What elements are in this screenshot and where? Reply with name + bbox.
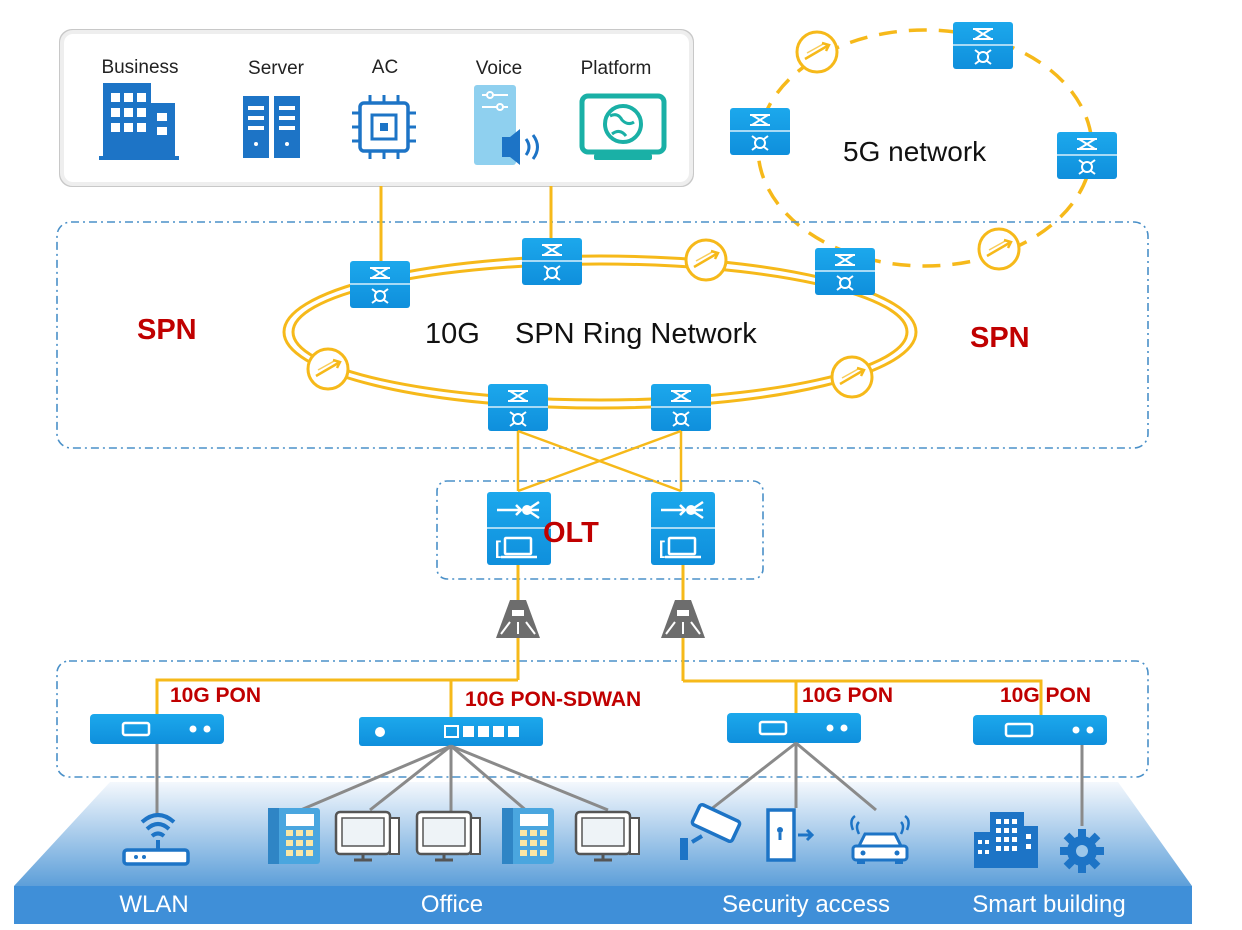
spn-label-right: SPN bbox=[970, 322, 1030, 354]
monitor-globe-icon bbox=[579, 93, 667, 160]
regenerator-icon bbox=[795, 30, 839, 74]
olt-label: OLT bbox=[543, 517, 599, 549]
car-icon bbox=[850, 814, 910, 864]
pon-label-office: 10G PON-SDWAN bbox=[465, 688, 642, 711]
pon-links bbox=[155, 638, 1043, 719]
spn-switch-icon bbox=[521, 237, 583, 286]
office-building-icon bbox=[974, 812, 1038, 868]
spn-switch-icon bbox=[1056, 131, 1118, 180]
service-label-platform: Platform bbox=[580, 58, 652, 79]
bottom-label-office: Office bbox=[420, 891, 484, 918]
voice-device-icon bbox=[474, 85, 539, 165]
spn-switch-icon bbox=[952, 21, 1014, 70]
bottom-label-building: Smart building bbox=[972, 891, 1126, 918]
computer-icon bbox=[574, 810, 641, 862]
terminal-links bbox=[155, 741, 1084, 826]
bottom-label-security: Security access bbox=[721, 891, 891, 918]
olt-boundary bbox=[436, 480, 764, 580]
service-label-business: Business bbox=[101, 57, 179, 78]
service-label-voice: Voice bbox=[475, 58, 523, 79]
door-access-icon bbox=[766, 808, 815, 862]
desk-phone-icon bbox=[268, 808, 320, 864]
pon-label-security: 10G PON bbox=[802, 684, 894, 707]
spn-switch-icon bbox=[650, 383, 712, 432]
service-label-server: Server bbox=[248, 58, 304, 79]
olt-device-icon bbox=[485, 490, 553, 567]
computer-icon bbox=[415, 810, 482, 862]
gear-icon bbox=[1060, 829, 1104, 873]
building-icon bbox=[99, 83, 179, 160]
spn-switch-icon bbox=[487, 383, 549, 432]
wifi-router-icon bbox=[122, 813, 190, 866]
regenerator-icon bbox=[306, 347, 350, 391]
spn-ring-label-speed: 10G bbox=[425, 318, 480, 350]
spn-switch-icon bbox=[729, 107, 791, 156]
desk-phone-icon bbox=[502, 808, 554, 864]
regenerator-icon bbox=[977, 227, 1021, 271]
spn-ring bbox=[282, 254, 918, 410]
spn-label-left: SPN bbox=[137, 314, 197, 346]
service-label-ac: AC bbox=[371, 57, 399, 78]
spn-ring-label: SPN Ring Network bbox=[515, 318, 757, 350]
access-boundary bbox=[56, 660, 1149, 778]
pon-label-building: 10G PON bbox=[1000, 684, 1092, 707]
spn-boundary bbox=[56, 221, 1149, 449]
ont-device-icon bbox=[725, 711, 863, 745]
5g-network-label: 5G network bbox=[843, 136, 987, 167]
pon-label-wlan: 10G PON bbox=[170, 684, 262, 707]
spn-switch-icon bbox=[814, 247, 876, 296]
sdwan-gateway-icon bbox=[359, 717, 543, 746]
chip-icon bbox=[352, 95, 416, 159]
server-rack-icon bbox=[243, 96, 300, 158]
ont-device-icon bbox=[88, 712, 226, 746]
ont-device-icon bbox=[971, 713, 1109, 747]
bottom-label-wlan: WLAN bbox=[119, 891, 189, 918]
olt-uplinks bbox=[516, 429, 683, 493]
splitter-icon bbox=[495, 599, 541, 639]
splitter-icon bbox=[660, 599, 706, 639]
olt-device-icon bbox=[649, 490, 717, 567]
spn-switch-icon bbox=[349, 260, 411, 309]
camera-icon bbox=[680, 802, 742, 860]
regenerator-icon bbox=[830, 355, 874, 399]
computer-icon bbox=[334, 810, 401, 862]
regenerator-icon bbox=[684, 238, 728, 282]
